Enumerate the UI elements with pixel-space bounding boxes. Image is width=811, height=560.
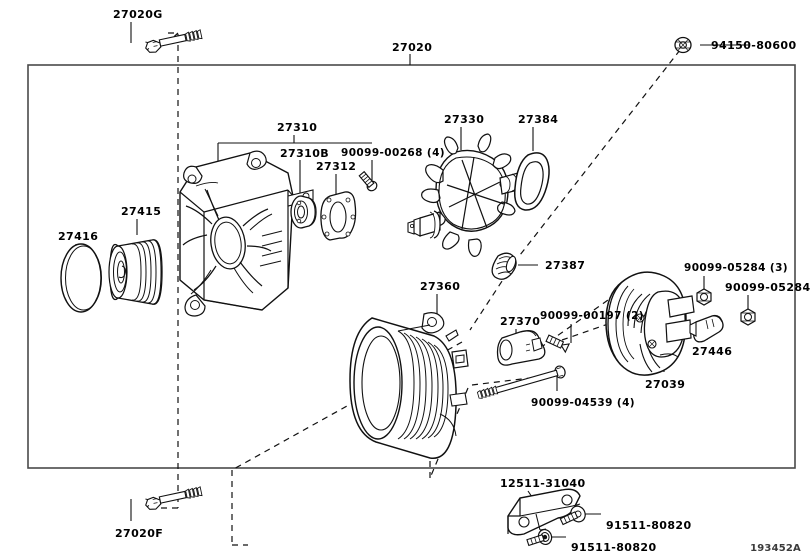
part-label-screw-short: 90099-00197 (2) bbox=[540, 310, 644, 322]
part-seal-ring bbox=[513, 152, 550, 211]
part-bolt-lower bbox=[143, 486, 204, 512]
part-label-nut-rear-single: 90099-05284 bbox=[725, 281, 811, 294]
part-label-bearing: 27310B bbox=[280, 147, 330, 160]
part-label-grommet: 27387 bbox=[545, 259, 586, 272]
sheet-code: 193452A bbox=[750, 543, 801, 554]
part-bolt-bracket-lower bbox=[526, 528, 553, 547]
part-label-stator-assembly: 27360 bbox=[420, 280, 461, 293]
part-regulator-connector bbox=[496, 330, 546, 366]
part-label-rear-end-cover: 27039 bbox=[645, 378, 686, 391]
diagram-frame bbox=[27, 64, 796, 469]
part-bearing bbox=[290, 195, 317, 229]
part-label-drive-end-frame: 27310 bbox=[277, 121, 318, 134]
part-stator-assembly bbox=[349, 312, 469, 459]
part-label-bearing-retainer: 27312 bbox=[316, 160, 357, 173]
part-screw-short bbox=[545, 334, 571, 354]
part-washer-top-right bbox=[674, 36, 692, 54]
part-label-bolt-upper: 27020G bbox=[113, 8, 163, 21]
part-pulley-seal bbox=[60, 243, 102, 313]
part-label-rotor-assembly: 27330 bbox=[444, 113, 485, 126]
part-grommet bbox=[491, 252, 517, 280]
part-label-seal-ring: 27384 bbox=[518, 113, 559, 126]
part-drive-end-frame bbox=[179, 150, 314, 317]
part-label-bolt-bracket-lower: 91511-80820 bbox=[571, 541, 657, 554]
part-label-alternator-assembly: 27020 bbox=[392, 41, 433, 54]
part-bearing-retainer bbox=[320, 191, 357, 241]
part-label-bracket: 12511-31040 bbox=[500, 477, 586, 490]
part-label-regulator-connector: 27370 bbox=[500, 315, 541, 328]
part-bolt-bracket-upper bbox=[559, 505, 586, 526]
part-bolt-long-through bbox=[476, 365, 566, 399]
part-label-pulley: 27415 bbox=[121, 205, 162, 218]
part-label-nut-rear-three: 90099-05284 (3) bbox=[684, 262, 788, 274]
part-label-washer-top-right: 94150-80600 bbox=[711, 39, 797, 52]
part-label-pulley-seal: 27416 bbox=[58, 230, 99, 243]
part-label-bolt-lower: 27020F bbox=[115, 527, 164, 540]
part-label-bolt-bracket-upper: 91511-80820 bbox=[606, 519, 692, 532]
part-screw-retainer bbox=[358, 170, 378, 192]
part-rear-end-cover bbox=[605, 271, 695, 376]
part-bracket bbox=[507, 488, 581, 536]
part-rotor-assembly bbox=[407, 133, 519, 257]
part-nut-rear-three bbox=[696, 288, 712, 306]
part-pulley bbox=[108, 239, 163, 305]
part-label-bolt-long-through: 90099-04539 (4) bbox=[531, 397, 635, 409]
part-terminal-insulator bbox=[689, 314, 724, 343]
part-label-terminal-insulator: 27446 bbox=[692, 345, 733, 358]
part-nut-rear-single bbox=[740, 308, 756, 326]
part-label-screw-retainer: 90099-00268 (4) bbox=[341, 147, 445, 159]
